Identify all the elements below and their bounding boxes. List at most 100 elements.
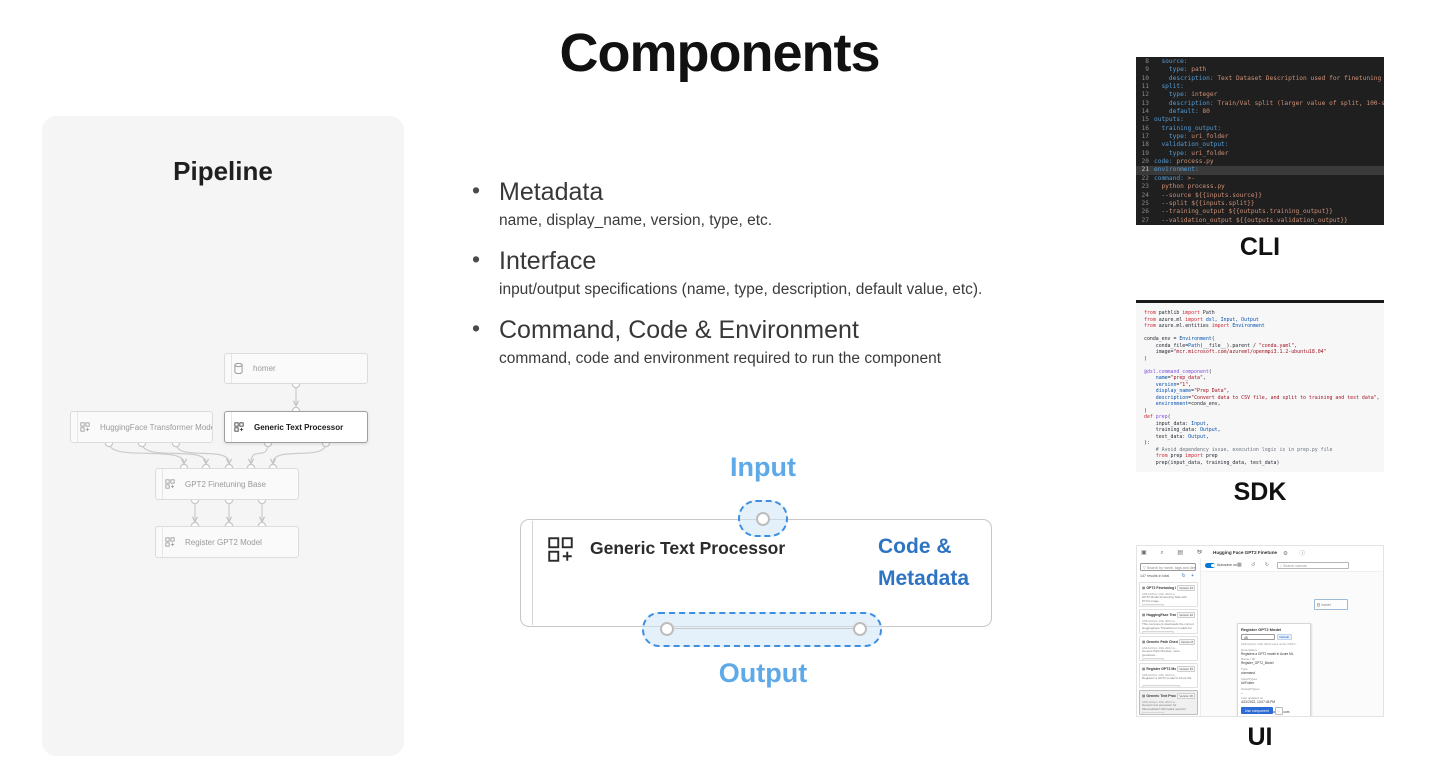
- autosave-toggle[interactable]: [1205, 563, 1215, 568]
- component-icon: ▦: [1142, 585, 1146, 590]
- code-line: 19 type: uri_folder: [1141, 149, 1229, 157]
- card-name: Generic Path Checker: [1146, 639, 1178, 644]
- ui-library-card[interactable]: ▦Generic Text ProcessorVersion 30AMLGitO…: [1139, 690, 1198, 715]
- ui-toolbar-icons: ▣ ⌕ ▤ ↻: [1141, 550, 1208, 556]
- ui-detail-fields: Description:Registers a GPT2 model in Az…: [1241, 648, 1307, 715]
- ui-library-card[interactable]: ▦HuggingFace Transformer ...Version 22AM…: [1139, 609, 1198, 634]
- code-line: ):: [1144, 440, 1150, 446]
- component-icon: [234, 422, 244, 432]
- field-value: Registers a GPT2 model in Azure ML: [1241, 651, 1294, 656]
- code-line: 12 type: integer: [1141, 91, 1218, 99]
- pipeline-node-generic-text-processor[interactable]: Generic Text Processor: [224, 411, 368, 443]
- code-line: 9 type: path: [1145, 66, 1207, 74]
- code-line: 23 python process.py: [1141, 183, 1225, 191]
- autosave-label: Autosave on: [1217, 563, 1237, 567]
- code-line: # Avoid dependency issue, execution logi…: [1144, 446, 1333, 453]
- ui-component-detail-panel: Register GPT2 Model 45 Default AMLGitOps…: [1237, 623, 1311, 716]
- output-port-wire: [674, 628, 860, 629]
- bullet-detail: input/output specifications (name, type,…: [499, 281, 983, 298]
- ui-canvas-toolbar: Autosave on ▦ ↺ ↻ ✕ ⧉ ▤ ⌕ Search canvas: [1201, 559, 1383, 572]
- code-line: @dsl.command_component(: [1144, 368, 1212, 375]
- pipeline-node-label: homer: [253, 364, 276, 373]
- card-meta: AMLGitOps 13fe d024 w...: [1142, 672, 1178, 677]
- output-port-1: [660, 622, 674, 636]
- component-icon: ▦: [1142, 666, 1146, 671]
- component-icon: [548, 537, 573, 562]
- code-line: 17 type: uri_folder: [1141, 133, 1229, 141]
- use-component-button[interactable]: Use component: [1241, 707, 1273, 714]
- ui-canvas-search-input[interactable]: ⌕ Search canvas: [1277, 561, 1349, 569]
- ui-canvas-icons: ▦ ↺ ↻ ✕ ⧉ ▤: [1237, 561, 1314, 568]
- component-icon: [165, 479, 175, 489]
- code-line: from pathlib import Path: [1144, 310, 1215, 316]
- card-meta: AMLGitOps 13fe d024 w...: [1142, 591, 1178, 596]
- ui-results-count: 147 results in total ↻ +: [1140, 573, 1196, 579]
- input-label: Input: [730, 452, 796, 482]
- card-name: Register GPT2 Model: [1146, 666, 1177, 671]
- code-line: 10 description: Text Dataset Description…: [1141, 74, 1382, 82]
- card-date: 4/12/2022: [1181, 631, 1195, 634]
- card-meta: AMLGitOps 13fe d024 w...: [1142, 699, 1178, 704]
- card-tag: category:LLM: [1142, 603, 1164, 606]
- code-line: 27 --validation_output ${{outputs.valida…: [1141, 216, 1348, 224]
- ui-component-library: ▽ Search by name, tags and description 1…: [1137, 559, 1201, 716]
- bullet-detail: name, display_name, version, type, etc.: [499, 212, 773, 229]
- code-line: version="1",: [1144, 381, 1192, 388]
- ui-results-icons: ↻ +: [1181, 573, 1196, 579]
- card-date: 4/11/2022: [1181, 658, 1195, 661]
- pipeline-node-register-gpt2-model[interactable]: Register GPT2 Model: [155, 526, 299, 558]
- pipeline-node-label: Register GPT2 Model: [185, 537, 262, 547]
- component-icon: [165, 537, 175, 547]
- ui-library-card[interactable]: ▦Generic Path CheckerVersion 8AMLGitOps …: [1139, 636, 1198, 661]
- field-value: UriFolder: [1241, 680, 1255, 685]
- component-icon: ▦: [1142, 639, 1146, 644]
- code-line: image="mcr.microsoft.com/azureml/openmpi…: [1144, 349, 1327, 355]
- card-name: Generic Text Processor: [1146, 693, 1177, 698]
- card-date: 4/12/2022: [1181, 712, 1195, 715]
- ui-library-search-input[interactable]: ▽ Search by name, tags and description: [1140, 563, 1196, 571]
- field-label: Input/Types: [1241, 676, 1257, 681]
- version-select[interactable]: 45: [1241, 633, 1275, 640]
- component-card-spine: [532, 521, 533, 625]
- code-line: 24 --source ${{inputs.source}}: [1141, 191, 1263, 199]
- code-line: 25 --split ${{inputs.split}}: [1141, 199, 1255, 207]
- pipeline-node-homer[interactable]: homer: [224, 353, 368, 384]
- bullet-item-metadata: Metadata name, display_name, version, ty…: [472, 176, 1139, 234]
- version-badge: Version 30: [1177, 692, 1195, 699]
- pipeline-node-gpt2-finetuning-base[interactable]: GPT2 Finetuning Base: [155, 468, 299, 500]
- code-line: 11 split:: [1141, 83, 1184, 91]
- card-description: Generic text processor for Microsoft/aml…: [1142, 704, 1186, 711]
- pipeline-node-label: HuggingFace Transformer Model: [100, 422, 213, 432]
- pipeline-node-huggingface-transformer-model[interactable]: HuggingFace Transformer Model: [70, 411, 213, 443]
- ui-label: UI: [1247, 723, 1273, 751]
- output-port-highlight: [642, 612, 882, 647]
- field-label: Last updated on: [1241, 696, 1264, 701]
- code-line: from prep import prep: [1144, 453, 1218, 459]
- card-meta: AMLGitOps 13fe d024 w...: [1142, 645, 1178, 650]
- code-line: def prep(: [1144, 414, 1171, 420]
- code-line: conda_file=Path(__file__).parent / "cond…: [1144, 342, 1298, 349]
- ui-library-card[interactable]: ▦Register GPT2 ModelVersion 45AMLGitOps …: [1139, 663, 1198, 688]
- ui-canvas-node-homer[interactable]: homer: [1314, 599, 1348, 610]
- page-title: Components: [559, 23, 881, 83]
- card-name: GPT2 Finetuning PTCA: [1146, 585, 1176, 590]
- card-tag: contact:batuhanta@micr...: [1142, 684, 1180, 687]
- detail-title: Register GPT2 Model: [1241, 626, 1282, 632]
- more-options-button[interactable]: …: [1274, 706, 1283, 715]
- output-port-2: [853, 622, 867, 636]
- card-meta: AMLGitOps 13fe d024 w...: [1142, 618, 1178, 623]
- ui-library-card[interactable]: ▦GPT2 Finetuning PTCAVersion 19AMLGitOps…: [1139, 582, 1198, 607]
- card-tag: category:NLP: [1142, 657, 1164, 660]
- code-line: from azure.ml.entities import Environmen…: [1144, 323, 1265, 329]
- code-line: 18 validation_output:: [1141, 141, 1229, 149]
- code-metadata-annotation: Code & Metadata: [878, 535, 970, 590]
- code-line: 14 default: 80: [1141, 108, 1210, 116]
- version-badge: Version 22: [1177, 611, 1195, 618]
- component-icon: [80, 422, 90, 432]
